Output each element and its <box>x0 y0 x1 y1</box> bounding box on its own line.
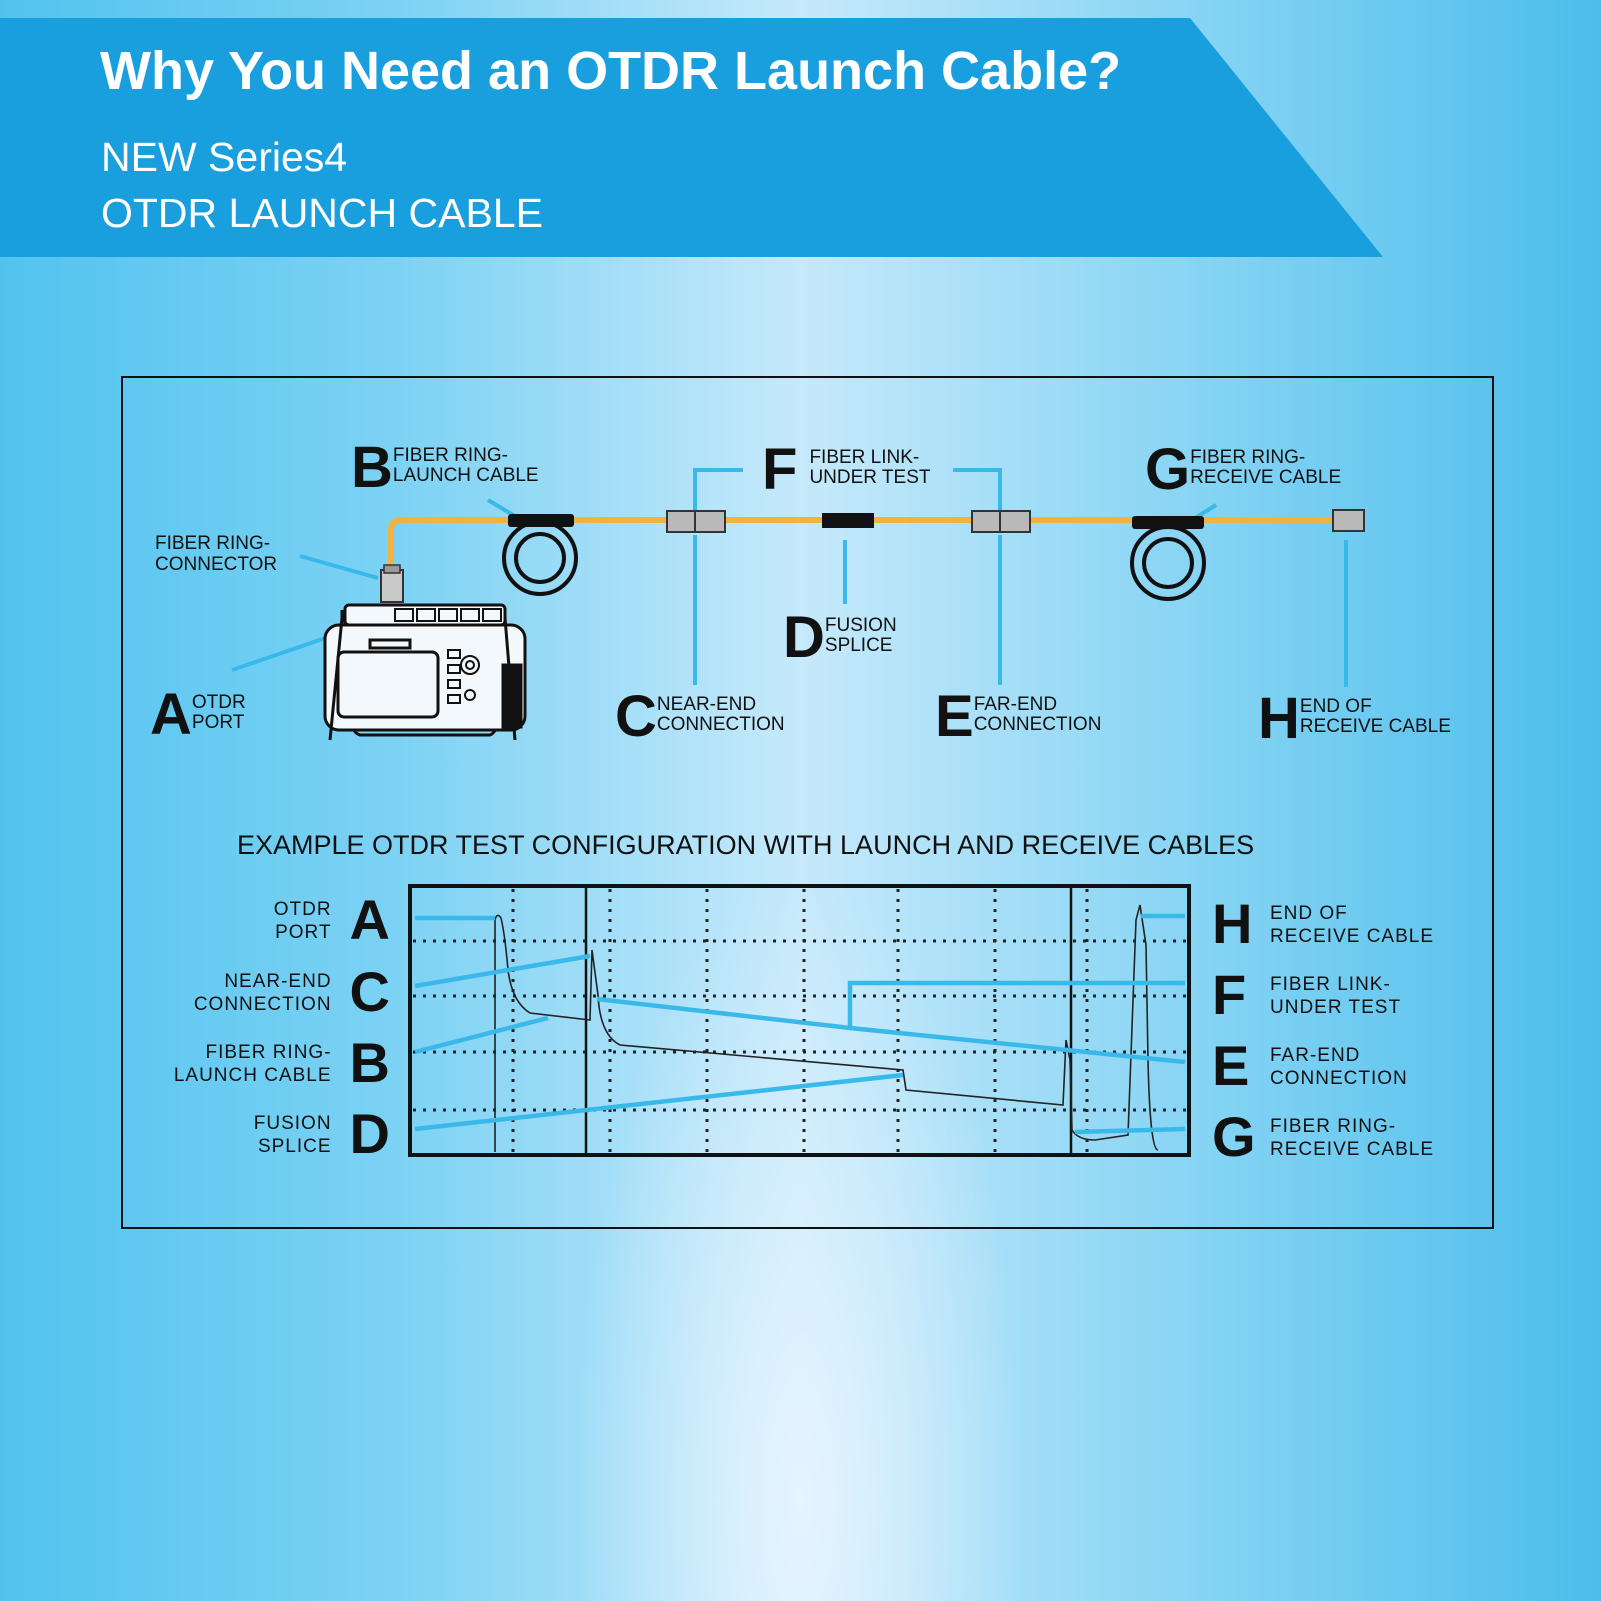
trace-section-dividers <box>584 888 1073 1153</box>
diagram-frame <box>121 376 1494 1229</box>
fiber-cable <box>388 517 1355 575</box>
page-subtitle-series: NEW Series4 <box>101 134 348 180</box>
topology-callout-lines <box>231 468 1348 687</box>
page-subtitle-product: OTDR LAUNCH CABLE <box>101 190 543 236</box>
end-of-receive-cable-connector-icon <box>1332 509 1365 532</box>
otdr-device-icon <box>323 603 527 741</box>
connector-label: FIBER RING-CONNECTOR <box>155 533 278 575</box>
header-banner <box>0 18 1383 257</box>
launch-cable-ring-icon <box>502 514 578 596</box>
callout-b-launch-cable: BFIBER RING-LAUNCH CABLE <box>351 435 539 500</box>
near-end-connector-icon <box>666 510 726 533</box>
callout-g-receive-cable: GFIBER RING-RECEIVE CABLE <box>1145 437 1342 502</box>
otdr-trace-line <box>494 904 1159 1152</box>
page-title: Why You Need an OTDR Launch Cable? <box>100 41 1122 101</box>
trace-chart-title: EXAMPLE OTDR TEST CONFIGURATION WITH LAU… <box>237 830 1255 860</box>
far-end-connector-icon <box>971 510 1031 533</box>
trace-callout-lines <box>414 913 1186 1135</box>
trace-plot-frame <box>408 884 1191 1157</box>
fusion-splice-icon <box>822 513 874 528</box>
receive-cable-ring-icon <box>1130 516 1206 601</box>
